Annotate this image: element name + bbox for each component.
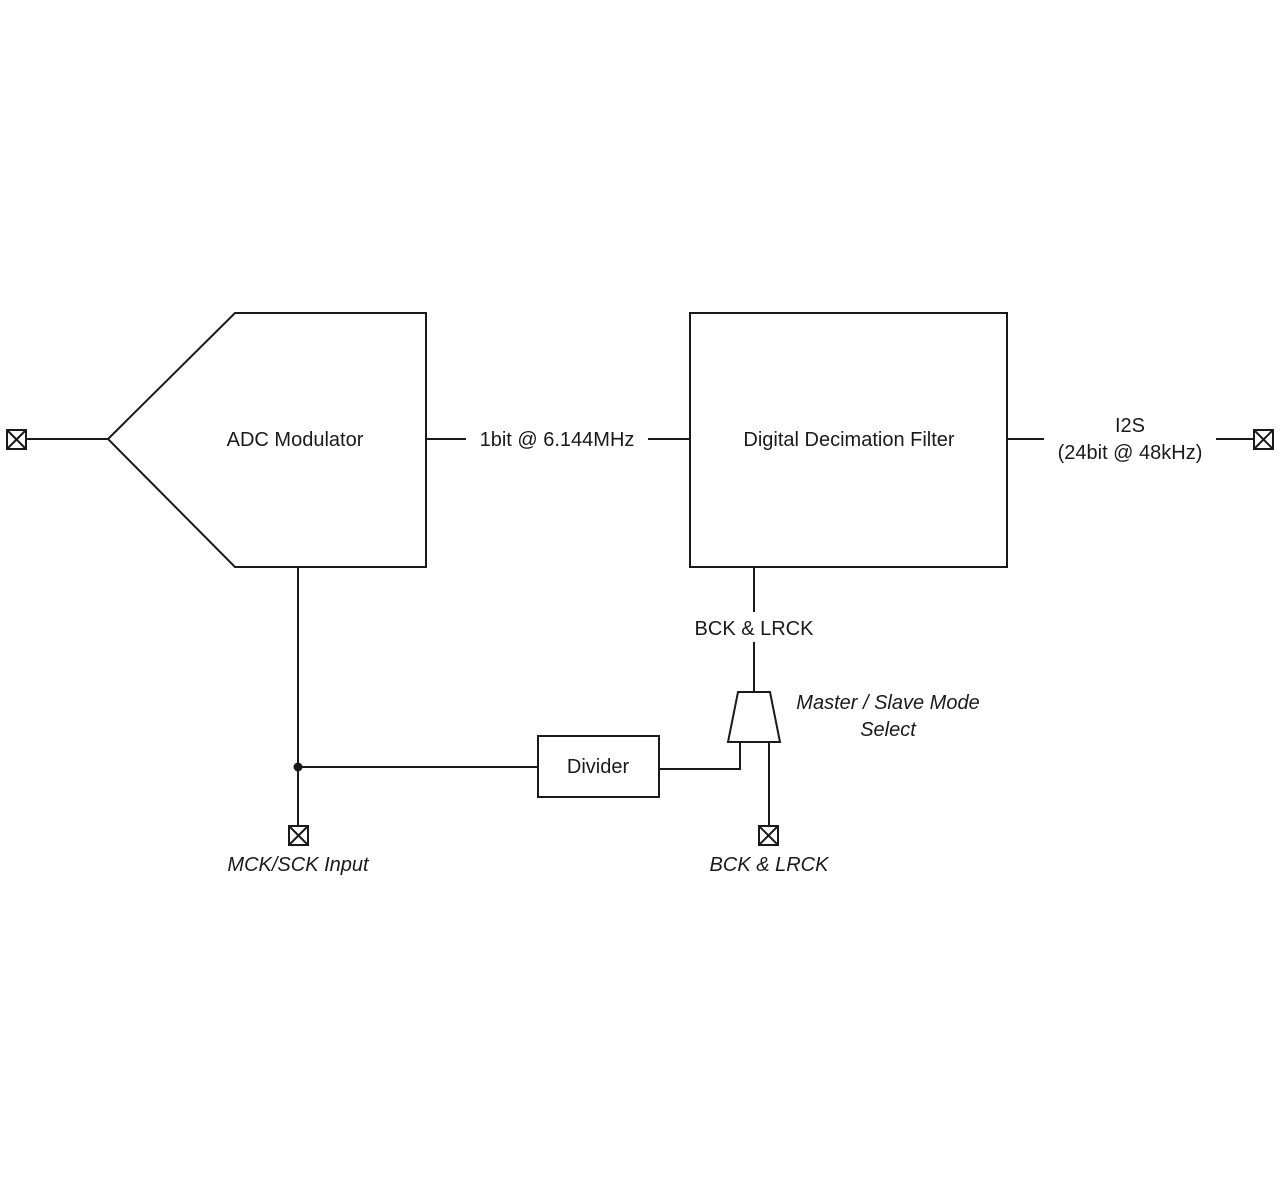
pin-i2s-output (1253, 429, 1274, 450)
bck-lrck-pin-label: BCK & LRCK (710, 854, 831, 876)
master-slave-mux (726, 691, 782, 743)
divider-label: Divider (567, 756, 630, 778)
decimation-filter-label: Digital Decimation Filter (743, 429, 955, 451)
decimation-filter-block (689, 312, 1008, 568)
pin-analog-input (6, 429, 27, 450)
adc-modulator-block (106, 312, 427, 568)
divider-block (537, 735, 660, 798)
bck-lrck-internal-label: BCK & LRCK (695, 618, 815, 640)
adc-modulator-label: ADC Modulator (227, 429, 364, 451)
wire-divider-to-mux (659, 742, 741, 770)
i2s-label-line2: (24bit @ 48kHz) (1058, 442, 1203, 464)
junction-dot (293, 762, 303, 772)
pin-mck-input (288, 825, 309, 846)
mck-input-label: MCK/SCK Input (227, 854, 370, 876)
pin-bck-lrck (758, 825, 779, 846)
i2s-label-line1: I2S (1115, 415, 1145, 437)
modulator-output-label: 1bit @ 6.144MHz (480, 429, 635, 451)
mode-select-label-line1: Master / Slave Mode (796, 692, 979, 714)
mode-select-label-line2: Select (860, 719, 917, 741)
